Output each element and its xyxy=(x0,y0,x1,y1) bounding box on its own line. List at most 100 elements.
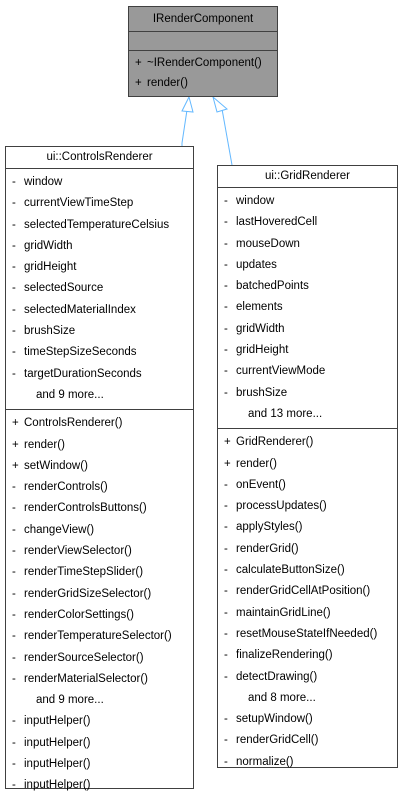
attribute-item: -timeStepSizeSeconds xyxy=(6,342,193,363)
method-item: -renderMaterialSelector() xyxy=(6,669,193,690)
attribute-item: -elements xyxy=(218,297,397,318)
method-item: +setWindow() xyxy=(6,456,193,477)
attribute-item: -gridWidth xyxy=(6,236,193,257)
method-name: render() xyxy=(236,457,277,470)
method-item: -renderTimeStepSlider() xyxy=(6,562,193,583)
method-name: renderViewSelector() xyxy=(24,545,132,558)
attribute-name: lastHoveredCell xyxy=(236,216,318,229)
attribute-item: -batchedPoints xyxy=(218,276,397,297)
visibility-marker: - xyxy=(12,523,16,536)
visibility-marker: - xyxy=(12,218,16,231)
visibility-marker: - xyxy=(12,325,16,338)
visibility-marker: - xyxy=(224,670,228,683)
attribute-item: -currentViewMode xyxy=(218,361,397,382)
visibility-marker: - xyxy=(224,344,228,357)
grid-inheritance-line xyxy=(221,108,233,166)
gridrenderer-methods-section: +GridRenderer()+render()-onEvent()-proce… xyxy=(218,428,397,776)
method-name: renderControlsButtons() xyxy=(24,502,147,515)
visibility-marker: - xyxy=(12,282,16,295)
method-item: -processUpdates() xyxy=(218,496,397,517)
attribute-item: -gridHeight xyxy=(6,257,193,278)
irendercomponent-method: +render() xyxy=(135,77,188,89)
method-item: -detectDrawing() xyxy=(218,667,397,688)
method-name: maintainGridLine() xyxy=(236,606,331,619)
more-method-label: and 9 more... xyxy=(6,690,193,711)
method-item: -changeView() xyxy=(6,520,193,541)
gridrenderer-class-box: ui::GridRenderer -window-lastHoveredCell… xyxy=(217,165,398,768)
attribute-item: -lastHoveredCell xyxy=(218,212,397,233)
visibility-marker: + xyxy=(12,417,19,430)
visibility-marker: - xyxy=(224,649,228,662)
attribute-item: -window xyxy=(6,172,193,193)
visibility-marker: - xyxy=(12,303,16,316)
method-item: -normalize() xyxy=(218,752,397,773)
attribute-name: batchedPoints xyxy=(236,280,309,293)
attribute-name: targetDurationSeconds xyxy=(24,367,142,380)
method-name: renderMaterialSelector() xyxy=(24,672,148,685)
irendercomponent-attributes-section xyxy=(129,32,277,51)
method-name: normalize() xyxy=(236,755,294,768)
method-name: renderGrid() xyxy=(236,542,299,555)
method-name: detectDrawing() xyxy=(236,670,318,683)
method-item: + ControlsRenderer() xyxy=(6,413,193,434)
method-item: -applyStyles() xyxy=(218,517,397,538)
visibility-marker: - xyxy=(224,500,228,513)
more-method-label: and 8 more... xyxy=(218,688,397,709)
method-item: -renderGridCell() xyxy=(218,730,397,751)
method-item: -renderGridCellAtPosition() xyxy=(218,581,397,602)
controlsrenderer-class-name: ui::ControlsRenderer xyxy=(6,147,193,169)
visibility-marker: - xyxy=(12,176,16,188)
method-name: and 8 more... xyxy=(248,691,316,704)
method-item: -onEvent() xyxy=(218,475,397,496)
method-item: -renderSourceSelector() xyxy=(6,648,193,669)
method-name: calculateButtonSize() xyxy=(236,564,345,577)
visibility-marker: - xyxy=(12,346,16,359)
visibility-marker: + xyxy=(12,459,19,472)
method-item: -resetMouseStateIfNeeded() xyxy=(218,624,397,645)
visibility-marker: - xyxy=(12,367,16,380)
method-name: renderSourceSelector() xyxy=(24,651,144,664)
visibility-marker: - xyxy=(12,197,16,210)
attribute-name: elements xyxy=(236,301,283,314)
visibility-marker: - xyxy=(224,322,228,335)
controlsrenderer-class-box: ui::ControlsRenderer -window-currentView… xyxy=(5,146,194,792)
visibility-marker: - xyxy=(224,755,228,768)
attribute-item: -mouseDown xyxy=(218,234,397,255)
method-name: setupWindow() xyxy=(236,713,313,726)
attribute-name: gridWidth xyxy=(24,239,73,252)
attribute-item: -brushSize xyxy=(218,383,397,404)
visibility-marker: - xyxy=(224,734,228,747)
visibility-marker: - xyxy=(12,261,16,274)
attribute-name: gridHeight xyxy=(236,344,289,357)
attribute-item: -gridHeight xyxy=(218,340,397,361)
visibility-marker: - xyxy=(224,478,228,491)
attribute-name: mouseDown xyxy=(236,237,300,250)
visibility-marker: - xyxy=(12,651,16,664)
more-attribute-label: and 9 more... xyxy=(6,385,193,406)
attribute-name: window xyxy=(24,176,63,188)
visibility-marker: + xyxy=(224,457,231,470)
visibility-marker: - xyxy=(12,715,16,728)
visibility-marker: - xyxy=(12,239,16,252)
method-name: inputHelper() xyxy=(24,779,91,792)
method-name: resetMouseStateIfNeeded() xyxy=(236,627,378,640)
grid-inheritance-arrowhead xyxy=(212,95,229,113)
controlsrenderer-attributes-section: -window-currentViewTimeStep-selectedTemp… xyxy=(6,169,193,409)
controls-inheritance-line xyxy=(181,109,188,144)
attribute-name: and 13 more... xyxy=(248,407,323,420)
attribute-item: -targetDurationSeconds xyxy=(6,364,193,385)
method-item: -renderGridSizeSelector() xyxy=(6,584,193,605)
attribute-item: -window xyxy=(218,191,397,212)
method-name: inputHelper() xyxy=(24,736,91,749)
method-name: onEvent() xyxy=(236,478,286,491)
irendercomponent-method: +~IRenderComponent() xyxy=(135,57,262,69)
attribute-item: -updates xyxy=(218,255,397,276)
visibility-marker: - xyxy=(12,481,16,494)
method-name: renderTemperatureSelector() xyxy=(24,630,172,643)
method-name: ControlsRenderer() xyxy=(24,417,123,430)
visibility-marker: - xyxy=(224,606,228,619)
visibility-marker: + xyxy=(224,436,231,449)
method-name: renderGridCellAtPosition() xyxy=(236,585,371,598)
attribute-name: currentViewTimeStep xyxy=(24,197,134,210)
method-name: processUpdates() xyxy=(236,500,327,513)
